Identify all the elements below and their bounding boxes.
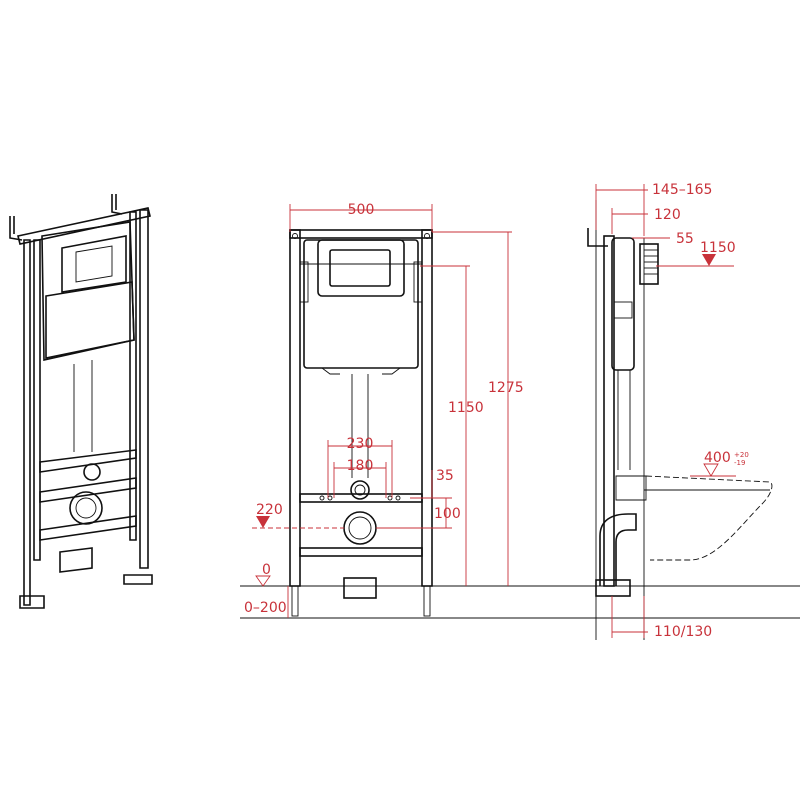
level-marker-1150: [702, 254, 716, 266]
front-cistern: [303, 239, 419, 369]
front-drain-outlet: [343, 577, 377, 599]
side-frame-post: [603, 235, 615, 587]
drain-elbow: [59, 547, 93, 573]
right-foot: [123, 574, 153, 585]
tol-minus: -19: [734, 459, 745, 467]
dim-500: 500: [348, 202, 375, 218]
dim-400: 400: [704, 450, 731, 466]
front-flush-opening: [317, 239, 405, 297]
dim-220: 220: [256, 502, 283, 518]
left-foot: [19, 595, 45, 609]
level-marker-400: [703, 463, 719, 477]
dim-1275: 1275: [488, 380, 524, 396]
flush-plate-opening: [61, 235, 127, 293]
side-view: 145–165 120 55 1150 400 +20 -19 110/130: [587, 182, 773, 640]
left-post: [23, 239, 31, 606]
right-post: [139, 209, 149, 569]
front-crossbar-lower: [299, 547, 423, 557]
dim-180: 180: [347, 458, 374, 474]
actuator-button: [83, 463, 101, 481]
level-marker-220: [256, 516, 270, 528]
top-rail: [17, 207, 151, 245]
dim-1150: 1150: [448, 400, 484, 416]
dim-100: 100: [434, 506, 461, 522]
side-flush-plate: [639, 243, 659, 285]
side-wc-bowl: [645, 475, 773, 561]
side-drain-outlet: [595, 579, 631, 597]
level-marker-0: [255, 575, 271, 587]
dim-35: 35: [436, 468, 454, 484]
lower-crossbar: [39, 449, 137, 473]
front-downpipe: [351, 374, 369, 478]
front-view: 500 1275 1150 230 180 35 100 220 0 0–200: [240, 202, 800, 619]
front-actuator: [350, 480, 370, 500]
side-hook: [587, 228, 608, 247]
drain-connector: [69, 491, 103, 525]
isometric-frame-view: [9, 194, 153, 609]
dim-0: 0: [262, 562, 271, 578]
tol-plus: +20: [734, 451, 749, 459]
side-drain-elbow: [599, 513, 637, 586]
dim-1150-side: 1150: [700, 240, 736, 256]
front-top-rail: [289, 229, 433, 239]
wall-hook-left: [9, 216, 23, 241]
dim-120: 120: [654, 207, 681, 223]
side-cistern: [611, 237, 635, 371]
wall-hook-right: [111, 194, 123, 215]
front-flush-plate: [329, 249, 391, 287]
downpipe: [73, 360, 93, 452]
dim-55: 55: [676, 231, 694, 247]
dim-0-200: 0–200: [244, 600, 287, 616]
front-right-post: [421, 229, 433, 587]
dim-110-130: 110/130: [654, 624, 712, 640]
dim-145-165: 145–165: [652, 182, 712, 198]
front-left-post: [289, 229, 301, 587]
dim-230: 230: [347, 436, 374, 452]
